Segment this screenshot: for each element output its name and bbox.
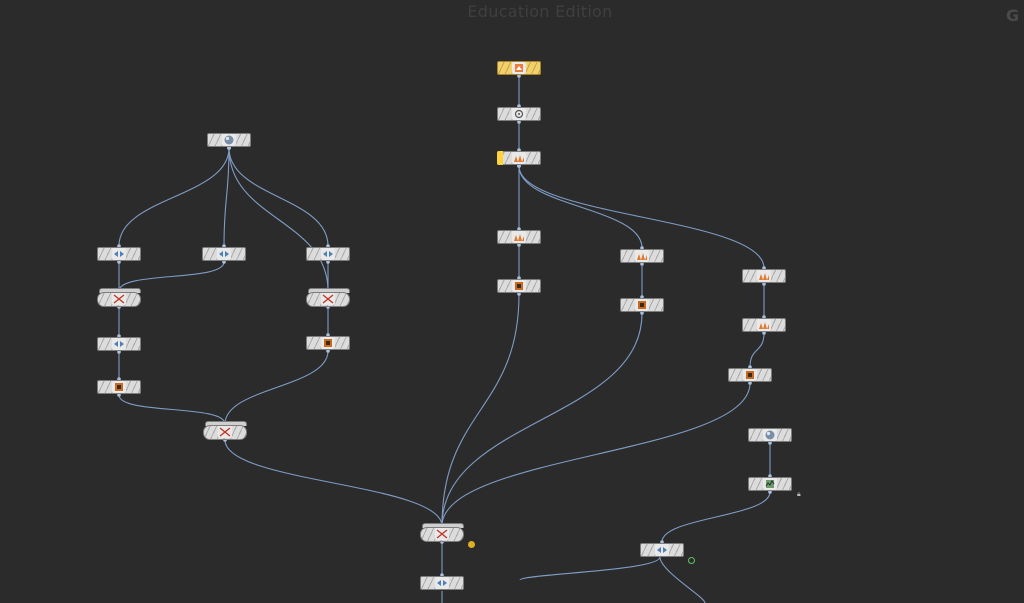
wire-sphere2-merge4[interactable]: [228, 147, 329, 292]
merge-cap: [99, 288, 141, 293]
transform-icon: [435, 577, 449, 589]
merge-icon: [435, 528, 449, 540]
output-port[interactable]: [517, 74, 521, 78]
input-port[interactable]: [640, 246, 644, 250]
wire-offscreen[interactable]: [659, 556, 706, 603]
attrib-icon: [512, 108, 526, 120]
edition-watermark: Education Edition: [467, 2, 613, 21]
material-icon: [743, 369, 757, 381]
blast-icon: [757, 270, 771, 282]
wire-material1-merge2[interactable]: [441, 312, 643, 527]
input-port[interactable]: [768, 474, 772, 478]
merge-cap: [422, 523, 464, 528]
file-icon: [512, 62, 526, 74]
output-port[interactable]: [326, 260, 330, 264]
wire-sphere2-transform5[interactable]: [228, 147, 329, 247]
blast-icon: [512, 152, 526, 164]
merge-icon: [218, 426, 232, 438]
transform-icon: [217, 248, 231, 260]
wire-sphere2-transform6[interactable]: [223, 147, 230, 247]
output-port[interactable]: [517, 243, 521, 247]
status-ok-icon: [688, 557, 695, 564]
blast-icon: [512, 231, 526, 243]
merge-cap: [205, 421, 247, 426]
transform-icon: [321, 248, 335, 260]
transform-icon: [112, 248, 126, 260]
output-port[interactable]: [640, 262, 644, 266]
transform-icon: [112, 338, 126, 350]
wire-merge3-merge2[interactable]: [224, 439, 443, 527]
input-port[interactable]: [117, 377, 121, 381]
sphere-icon: [763, 429, 777, 441]
merge-cap: [308, 288, 350, 293]
material-icon: [635, 299, 649, 311]
input-port[interactable]: [517, 227, 521, 231]
bypass-flag[interactable]: [497, 151, 503, 165]
input-port[interactable]: [517, 148, 521, 152]
wire-blast3-ribbons[interactable]: [518, 165, 765, 269]
noise-icon: [763, 478, 777, 490]
wire-material2-merge2[interactable]: [441, 293, 520, 527]
material-icon: [112, 381, 126, 393]
sphere-icon: [222, 134, 236, 146]
output-port[interactable]: [762, 282, 766, 286]
wire-sphere2-transform7[interactable]: [118, 147, 230, 247]
wire-blast2-material5[interactable]: [749, 332, 765, 368]
input-port[interactable]: [222, 244, 226, 248]
wire-transform6-merge5[interactable]: [118, 261, 225, 292]
output-port[interactable]: [222, 260, 226, 264]
material-icon: [321, 337, 335, 349]
clipped-title-text: G: [1006, 6, 1020, 25]
output-port[interactable]: [117, 350, 121, 354]
merge-icon: [112, 293, 126, 305]
output-port[interactable]: [640, 311, 644, 315]
merge-icon: [321, 293, 335, 305]
input-port[interactable]: [660, 540, 664, 544]
blast-icon: [757, 319, 771, 331]
input-port[interactable]: [117, 244, 121, 248]
output-port[interactable]: [326, 349, 330, 353]
lock-icon: 🔒︎: [797, 490, 801, 498]
wire-blast3-bbody[interactable]: [518, 165, 643, 249]
input-port[interactable]: [326, 333, 330, 337]
output-port[interactable]: [117, 393, 121, 397]
output-port[interactable]: [517, 292, 521, 296]
wire-offscreen[interactable]: [519, 556, 661, 581]
wire-mountain1-transform2[interactable]: [661, 491, 771, 543]
input-port[interactable]: [326, 244, 330, 248]
output-port[interactable]: [748, 381, 752, 385]
transform-icon: [655, 544, 669, 556]
wire-material3-merge3[interactable]: [118, 394, 226, 425]
input-port[interactable]: [117, 334, 121, 338]
blast-icon: [635, 250, 649, 262]
input-port[interactable]: [762, 315, 766, 319]
input-port[interactable]: [640, 295, 644, 299]
input-port[interactable]: [517, 104, 521, 108]
wire-material5-merge2[interactable]: [441, 382, 751, 527]
material-icon: [512, 280, 526, 292]
warning-icon: [468, 541, 475, 548]
input-port[interactable]: [440, 573, 444, 577]
input-port[interactable]: [748, 365, 752, 369]
output-port[interactable]: [768, 441, 772, 445]
output-port[interactable]: [762, 331, 766, 335]
output-port[interactable]: [227, 146, 231, 150]
output-port[interactable]: [517, 120, 521, 124]
wire-material4-merge3[interactable]: [224, 350, 329, 425]
input-port[interactable]: [762, 266, 766, 270]
output-port[interactable]: [517, 164, 521, 168]
output-port[interactable]: [768, 490, 772, 494]
output-port[interactable]: [117, 260, 121, 264]
input-port[interactable]: [517, 276, 521, 280]
